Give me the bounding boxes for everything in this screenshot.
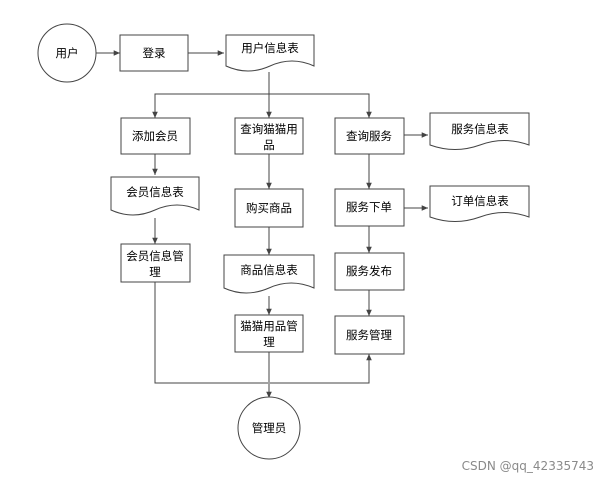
user-info-table-doc <box>225 34 315 72</box>
service-publish-label: 服务发布 <box>346 264 392 278</box>
labels: 用户 登录 用户信息表 添加会员 会员信息表 会员信息管 理 查询猫猫用 品 购… <box>56 41 510 435</box>
arrow-to-query-service <box>269 93 372 118</box>
shapes <box>37 23 530 460</box>
member-info-mgmt-label-line1: 会员信息管 <box>126 249 184 263</box>
goods-info-table-label: 商品信息表 <box>240 263 298 277</box>
user-info-table-label: 用户信息表 <box>241 41 299 55</box>
login-box <box>119 34 189 72</box>
add-member-box <box>120 117 191 155</box>
query-cat-goods-label-line2: 品 <box>263 138 275 152</box>
service-order-label: 服务下单 <box>346 200 392 214</box>
arrow-admin-to-service-mgmt <box>270 354 372 384</box>
query-cat-goods-box <box>234 117 304 155</box>
cat-goods-mgmt-box <box>234 314 304 353</box>
member-info-table-label: 会员信息表 <box>126 185 184 199</box>
query-service-label: 查询服务 <box>346 129 392 143</box>
line-member-mgmt-to-admin <box>154 282 268 384</box>
service-info-table-label: 服务信息表 <box>451 122 509 136</box>
user-circle <box>37 23 97 83</box>
buy-goods-box <box>234 188 304 228</box>
service-mgmt-label: 服务管理 <box>346 328 392 342</box>
member-info-table-doc <box>110 176 200 216</box>
service-order-box <box>334 188 405 227</box>
connectors <box>96 50 428 398</box>
arrow-to-add-member <box>152 72 270 118</box>
query-service-box <box>334 117 405 155</box>
buy-goods-label: 购买商品 <box>246 201 292 215</box>
login-label: 登录 <box>143 46 166 60</box>
admin-label: 管理员 <box>252 421 287 435</box>
member-info-mgmt-label-line2: 理 <box>149 265 161 279</box>
query-cat-goods-label-line1: 查询猫猫用 <box>240 122 298 136</box>
cat-goods-mgmt-label-line2: 理 <box>263 335 275 349</box>
service-info-table-doc <box>429 112 530 150</box>
order-info-table-doc <box>429 185 530 222</box>
cat-goods-mgmt-label-line1: 猫猫用品管 <box>240 319 298 333</box>
service-mgmt-box <box>334 315 405 355</box>
user-label: 用户 <box>56 46 79 60</box>
goods-info-table-doc <box>223 254 315 294</box>
order-info-table-label: 订单信息表 <box>451 194 509 208</box>
service-publish-box <box>334 252 405 291</box>
add-member-label: 添加会员 <box>132 129 178 143</box>
member-info-mgmt-box <box>120 243 191 283</box>
watermark: CSDN @qq_42335743 <box>462 459 594 473</box>
admin-circle <box>237 396 301 460</box>
